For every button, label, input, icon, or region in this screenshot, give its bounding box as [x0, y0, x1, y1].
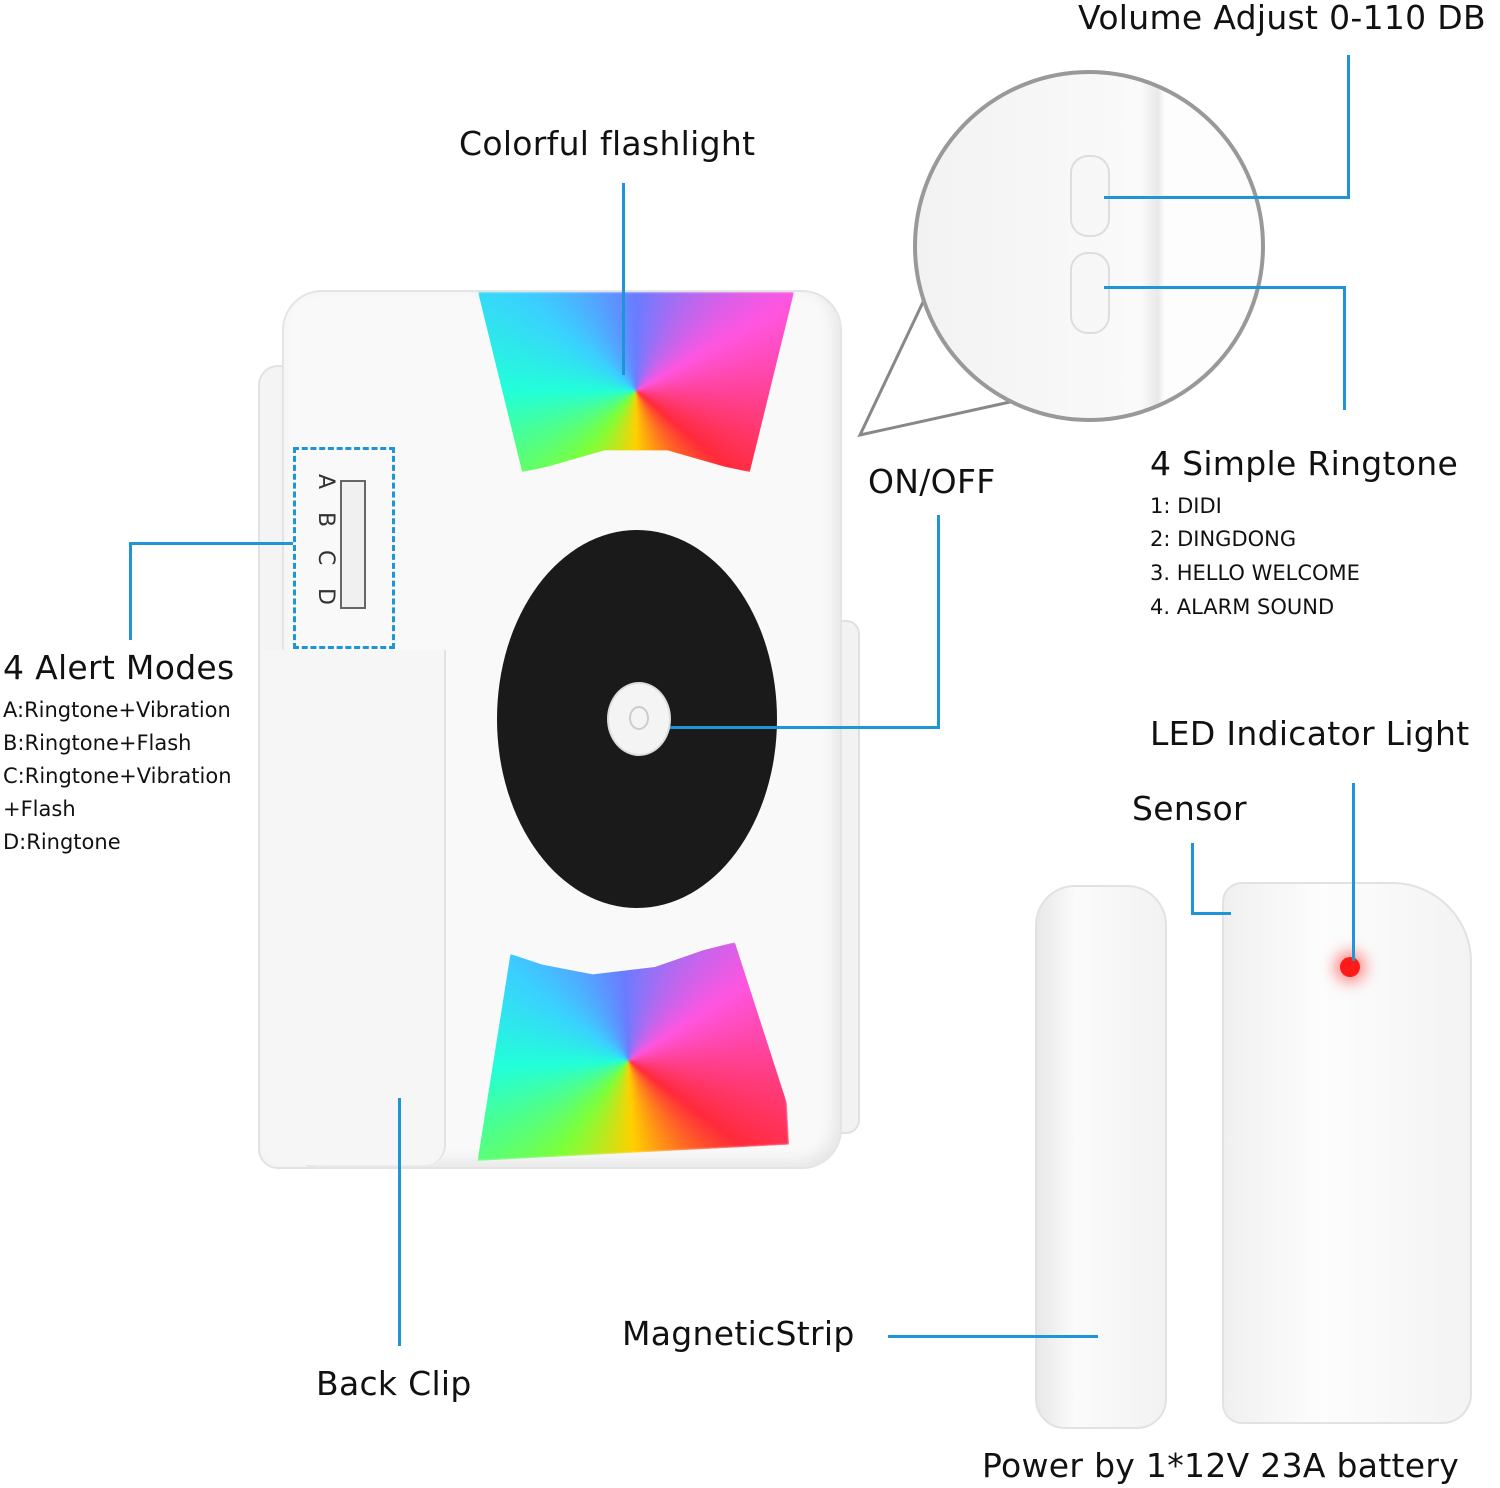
sensor-label: Sensor — [1132, 789, 1247, 828]
alert-mode-item: C:Ringtone+Vibration — [3, 764, 232, 788]
power-icon — [629, 706, 649, 730]
alert-mode-item: A:Ringtone+Vibration — [3, 698, 231, 722]
switch-letter: D — [313, 588, 338, 605]
zoom-callout — [857, 299, 1011, 438]
alert-mode-item: D:Ringtone — [3, 830, 121, 854]
flashlight-label: Colorful flashlight — [459, 124, 756, 163]
ringtone-title: 4 Simple Ringtone — [1150, 444, 1459, 483]
onoff-label: ON/OFF — [868, 462, 996, 501]
ringtone-button[interactable] — [1070, 252, 1110, 334]
volume-label: Volume Adjust 0-110 DB — [1078, 0, 1486, 37]
magnetic-strip-label: MagneticStrip — [622, 1314, 855, 1353]
battery-label: Power by 1*12V 23A battery — [982, 1446, 1460, 1485]
mode-switch-slider[interactable] — [340, 480, 366, 609]
bottom-flashlight — [467, 940, 789, 1161]
ringtone-item: 3. HELLO WELCOME — [1150, 561, 1360, 585]
top-flashlight — [478, 292, 794, 472]
mode-switch-box[interactable] — [293, 447, 395, 649]
alert-modes-title: 4 Alert Modes — [3, 648, 235, 687]
back-clip-front — [262, 650, 446, 1165]
back-clip-label: Back Clip — [316, 1364, 472, 1403]
led-indicator — [1340, 957, 1360, 977]
ringtone-item: 2: DINGDONG — [1150, 527, 1297, 551]
switch-letter: B — [313, 512, 338, 528]
zoom-circle — [913, 70, 1265, 422]
ringtone-item: 1: DIDI — [1150, 494, 1222, 518]
alert-mode-item: +Flash — [3, 797, 76, 821]
ringtone-item: 4. ALARM SOUND — [1150, 595, 1335, 619]
mode-switch-letters: A B C D — [310, 470, 340, 622]
switch-letter: C — [313, 550, 338, 566]
switch-letter: A — [313, 474, 338, 490]
magnetic-strip — [1035, 885, 1167, 1429]
alert-mode-item: B:Ringtone+Flash — [3, 731, 192, 755]
led-label: LED Indicator Light — [1150, 714, 1470, 753]
power-button[interactable] — [607, 682, 671, 756]
